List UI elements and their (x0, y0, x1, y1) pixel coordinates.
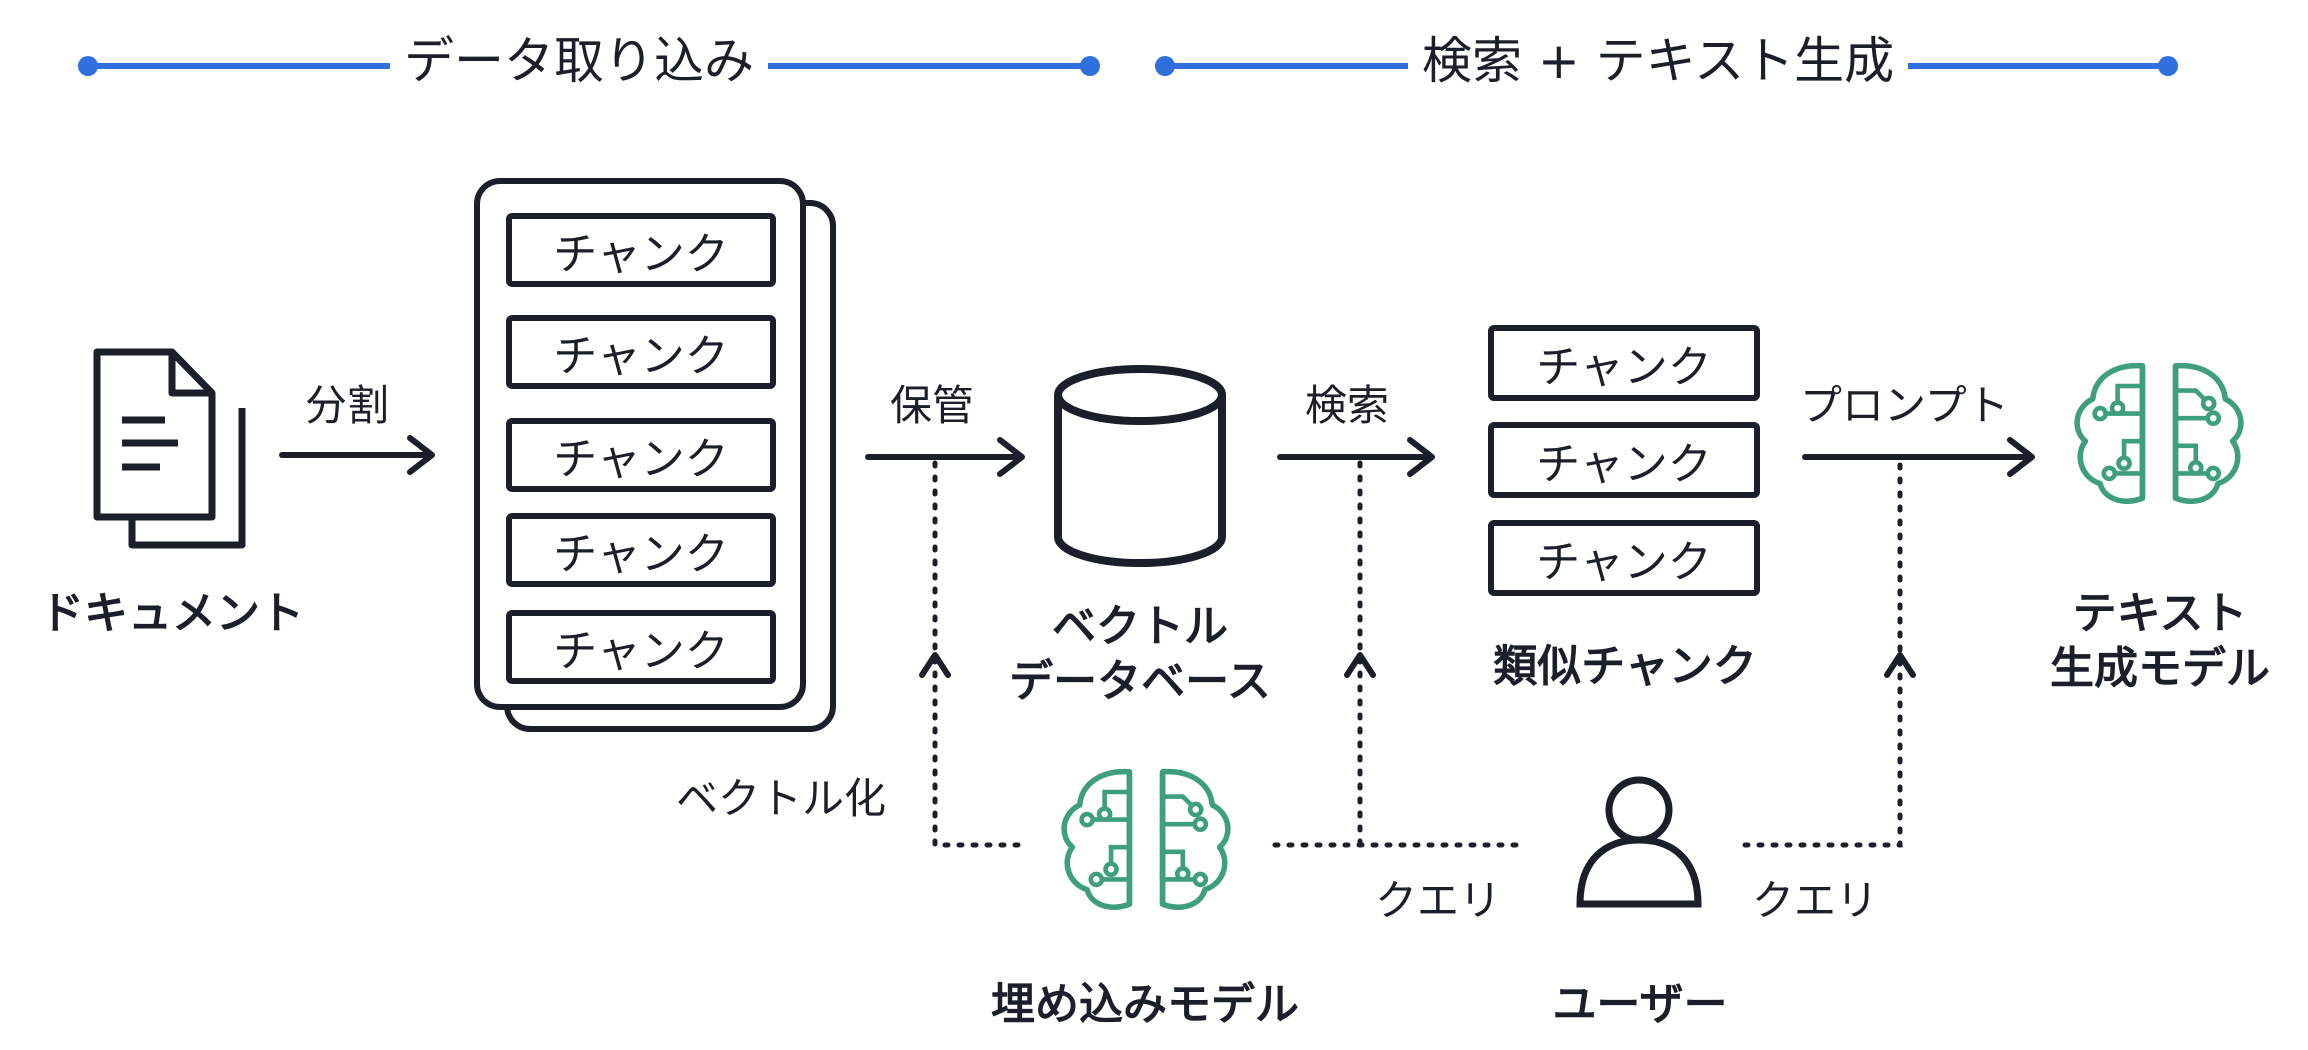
search-label: 検索 (1305, 381, 1390, 430)
text-generation-label-line2: 生成モデル (2050, 643, 2270, 694)
prompt-arrow (1802, 437, 2035, 477)
vector-db-label-line2: データベース (1009, 656, 1271, 707)
chunk-1: チャンク (506, 213, 776, 287)
chunk-4: チャンク (506, 513, 776, 587)
chunk-5: チャンク (506, 610, 776, 684)
vector-database-icon (1054, 365, 1226, 567)
chunk-3: チャンク (506, 418, 776, 492)
similar-chunk-2: チャンク (1488, 422, 1760, 498)
split-arrow (279, 435, 435, 475)
query-label-2: クエリ (1752, 876, 1879, 925)
similar-chunks-label: 類似チャンク (1493, 641, 1757, 692)
embedding-model-icon (1064, 772, 1228, 908)
query-dotted-line-prompt (1742, 460, 1903, 848)
chunk-2: チャンク (506, 315, 776, 389)
search-query-arrowhead (1344, 652, 1376, 678)
prompt-query-arrowhead (1884, 652, 1916, 678)
document-label: ドキュメント (40, 588, 304, 639)
user-icon (1576, 776, 1702, 908)
store-arrow (865, 437, 1025, 477)
search-arrow (1277, 437, 1435, 477)
section-title-ingest: データ取り込み (390, 36, 768, 86)
text-generation-label-line1: テキスト (2072, 588, 2248, 639)
vectorize-label: ベクトル化 (676, 774, 887, 823)
store-label: 保管 (890, 381, 975, 430)
query-label-1: クエリ (1375, 876, 1502, 925)
text-generation-model-icon (2077, 366, 2241, 502)
vector-db-label-line1: ベクトル (1052, 601, 1228, 652)
section-title-retrieve: 検索 + テキスト生成 (1408, 36, 1909, 86)
similar-chunk-1: チャンク (1488, 325, 1760, 401)
similar-chunk-3: チャンク (1488, 520, 1760, 596)
vectorize-dotted-line (932, 460, 1023, 848)
vectorize-arrowhead (919, 652, 951, 678)
embedding-model-label: 埋め込みモデル (991, 979, 1299, 1030)
split-label: 分割 (305, 381, 390, 430)
prompt-label: プロンプト (1800, 381, 2009, 430)
document-icon (93, 348, 246, 549)
user-label: ユーザー (1552, 979, 1728, 1030)
